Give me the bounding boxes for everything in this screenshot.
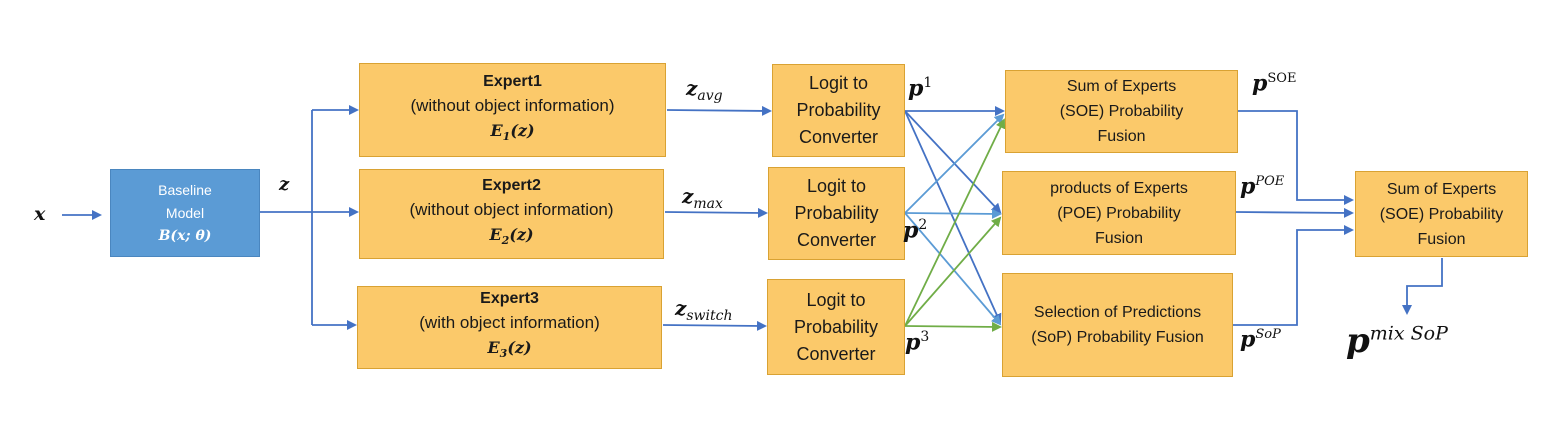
arrow-p3-to-soe (904, 118, 1006, 327)
converter1-line1: Logit to (808, 73, 869, 93)
arrow-sop-to-final (1233, 225, 1354, 326)
expert3-box: Expert3 (with object information) E3(z) (357, 286, 662, 369)
arrow-p2-to-soe (904, 113, 1005, 214)
soe-fusion-box: Sum of Experts (SOE) Probability Fusion (1005, 70, 1238, 153)
converter3-box: Logit to Probability Converter (767, 279, 905, 375)
arrow-p1-to-sop (904, 110, 1002, 324)
poe-fusion-line2: (POE) Probability (1057, 204, 1181, 222)
converter2-line1: Logit to (806, 176, 867, 196)
p1-label: p1 (908, 75, 933, 102)
expert3-desc: (with object information) (419, 313, 600, 333)
arrow-soe-to-final (1238, 110, 1354, 205)
p-mix-sop-label: pmix SoP (1346, 321, 1448, 361)
converter2-box: Logit to Probability Converter (768, 167, 905, 260)
converter3-line2: Probability (793, 316, 879, 337)
converter3-line1: Logit to (806, 289, 866, 310)
baseline-line2: Model (165, 204, 205, 221)
latent-z-label: z (279, 174, 290, 195)
arrow-expert2-to-converter2 (664, 207, 768, 218)
arrow-p2-to-poe (904, 208, 1002, 219)
converter2-line3: Converter (796, 230, 877, 250)
sop-fusion-line1: Selection of Predictions (1033, 304, 1202, 321)
baseline-line1: Baseline (158, 181, 212, 198)
expert3-output-label: zswitch (675, 296, 733, 324)
poe-fusion-line1: products of Experts (1050, 179, 1188, 197)
expert3-title: Expert3 (480, 290, 539, 308)
arrow-final-output (1402, 258, 1443, 315)
soe-fusion-line3: Fusion (1097, 128, 1146, 145)
converter2-line2: Probability (794, 203, 879, 223)
baseline-formula: B(x; θ) (158, 227, 212, 244)
baseline-model-box: Baseline Model B(x; θ) (110, 169, 260, 257)
p3-label: p3 (905, 329, 930, 356)
expert1-output-label: zavg (686, 76, 723, 104)
expert1-desc: (without object information) (410, 95, 615, 115)
converter1-line3: Converter (798, 127, 879, 147)
p-sop-label: pSoP (1240, 326, 1281, 353)
expert1-formula: E1(z) (490, 120, 535, 144)
p2-label: p2 (903, 217, 928, 244)
arrow-p1-to-poe (904, 110, 1002, 214)
converter1-line2: Probability (796, 100, 881, 120)
final-soe-fusion-box: Sum of Experts (SOE) Probability Fusion (1355, 171, 1528, 257)
arrow-p2-to-sop (904, 212, 1002, 326)
expert2-output-label: zmax (682, 184, 723, 212)
arrow-expert1-to-converter1 (666, 105, 772, 116)
soe-fusion-line1: Sum of Experts (1066, 78, 1177, 95)
input-x-label: x (34, 203, 46, 225)
expert2-box: Expert2 (without object information) E2(… (359, 169, 664, 259)
sop-fusion-box: Selection of Predictions (SoP) Probabili… (1002, 273, 1233, 377)
expert2-formula: E2(z) (489, 224, 534, 248)
expert2-title: Expert2 (482, 176, 541, 194)
poe-fusion-box: products of Experts (POE) Probability Fu… (1002, 171, 1236, 255)
converter3-line3: Converter (796, 343, 876, 364)
poe-fusion-line3: Fusion (1094, 229, 1144, 247)
p-poe-label: pPOE (1240, 173, 1285, 200)
sop-fusion-line2: (SoP) Probability Fusion (1031, 329, 1204, 346)
arrow-p3-to-poe (904, 216, 1002, 327)
expert1-title: Expert1 (483, 72, 542, 90)
soe-fusion-line2: (SOE) Probability (1059, 103, 1184, 120)
expert2-desc: (without object information) (409, 199, 614, 219)
arrow-poe-to-final (1235, 207, 1354, 218)
p-soe-label: pSOE (1252, 70, 1297, 97)
final-fusion-line1: Sum of Experts (1386, 180, 1497, 198)
final-fusion-line2: (SOE) Probability (1379, 205, 1504, 223)
converter1-box: Logit to Probability Converter (772, 64, 905, 157)
expert1-box: Expert1 (without object information) E1(… (359, 63, 666, 157)
final-fusion-line3: Fusion (1417, 230, 1466, 248)
arrow-p3-to-sop (904, 321, 1002, 332)
arrow-expert3-to-converter3 (662, 320, 767, 331)
expert3-formula: E3(z) (487, 338, 532, 361)
